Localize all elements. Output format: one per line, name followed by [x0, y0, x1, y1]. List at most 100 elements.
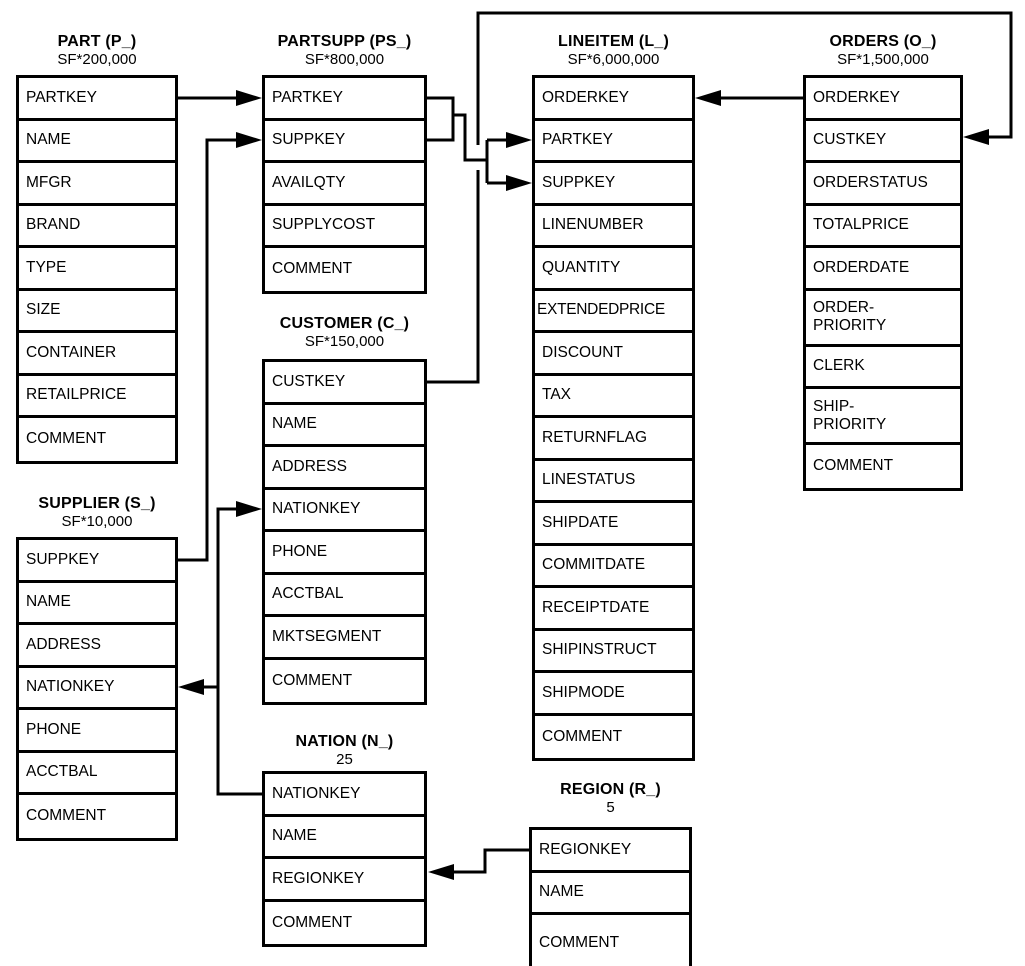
nation-table: NATIONKEY NAME REGIONKEY COMMENT	[262, 771, 427, 947]
arrowhead-orders-custkey	[963, 129, 989, 145]
orders-field-clerk: CLERK	[806, 347, 960, 389]
lineitem-field-partkey: PARTKEY	[535, 121, 692, 163]
lineitem-field-receiptdate: RECEIPTDATE	[535, 588, 692, 631]
arrow-nation-to-customer-nationkey	[216, 507, 262, 796]
customer-table: CUSTKEY NAME ADDRESS NATIONKEY PHONE ACC…	[262, 359, 427, 705]
lineitem-field-shipmode: SHIPMODE	[535, 673, 692, 716]
region-table: REGIONKEY NAME COMMENT	[529, 827, 692, 966]
arrow-region-to-nation-regionkey	[454, 848, 529, 874]
customer-field-custkey: CUSTKEY	[265, 362, 424, 405]
lineitem-field-comment: COMMENT	[542, 727, 623, 745]
part-field-brand: BRAND	[19, 206, 175, 248]
partsupp-field-partkey: PARTKEY	[265, 78, 424, 121]
partsupp-table-header: PARTSUPP (PS_) SF*800,000	[262, 33, 427, 69]
partsupp-field-suppkey: SUPPKEY	[265, 121, 424, 163]
lineitem-field-commitdate: COMMITDATE	[535, 546, 692, 588]
customer-field-comment: COMMENT	[272, 671, 353, 689]
lineitem-table: ORDERKEY PARTKEY SUPPKEY LINENUMBER QUAN…	[532, 75, 695, 761]
supplier-field-name: NAME	[19, 583, 175, 625]
part-field-retailprice: RETAILPRICE	[19, 376, 175, 418]
supplier-field-comment: COMMENT	[26, 807, 107, 825]
partsupp-field-availqty: AVAILQTY	[265, 163, 424, 206]
region-table-title: REGION (R_)	[560, 781, 661, 798]
lineitem-field-extendedprice: EXTENDEDPRICE	[535, 291, 692, 333]
orders-table: ORDERKEY CUSTKEY ORDERSTATUS TOTALPRICE …	[803, 75, 963, 491]
supplier-field-suppkey: SUPPKEY	[19, 540, 175, 583]
nation-table-header: NATION (N_) 25	[262, 733, 427, 769]
part-field-container: CONTAINER	[19, 333, 175, 376]
orders-field-totalprice: TOTALPRICE	[806, 206, 960, 248]
part-field-type: TYPE	[19, 248, 175, 291]
partsupp-table: PARTKEY SUPPKEY AVAILQTY SUPPLYCOST COMM…	[262, 75, 427, 294]
orders-field-custkey: CUSTKEY	[806, 121, 960, 163]
orders-field-orderstatus: ORDERSTATUS	[806, 163, 960, 206]
region-table-cardinality: 5	[606, 799, 615, 816]
supplier-table-header: SUPPLIER (S_) SF*10,000	[16, 495, 178, 531]
lineitem-field-shipinstruct: SHIPINSTRUCT	[535, 631, 692, 673]
lineitem-field-returnflag: RETURNFLAG	[535, 418, 692, 461]
lineitem-field-quantity: QUANTITY	[535, 248, 692, 291]
customer-table-title: CUSTOMER (C_)	[279, 315, 410, 332]
region-field-comment: COMMENT	[539, 933, 620, 951]
lineitem-field-tax: TAX	[535, 376, 692, 418]
supplier-field-nationkey: NATIONKEY	[19, 668, 175, 710]
part-field-name: NAME	[19, 121, 175, 163]
arrow-partsupp-to-lineitem-trunk	[453, 113, 487, 162]
orders-field-orderkey: ORDERKEY	[806, 78, 960, 121]
partsupp-table-title: PARTSUPP (PS_)	[277, 33, 412, 50]
supplier-table-cardinality: SF*10,000	[61, 513, 133, 530]
region-table-header: REGION (R_) 5	[529, 781, 692, 817]
customer-field-nationkey: NATIONKEY	[265, 490, 424, 532]
region-field-regionkey: REGIONKEY	[532, 830, 689, 873]
lineitem-field-linestatus: LINESTATUS	[535, 461, 692, 503]
arrow-partsupp-merge-bracket	[427, 96, 455, 142]
lineitem-field-linenumber: LINENUMBER	[535, 206, 692, 248]
arrowhead-partsupp-suppkey	[236, 132, 262, 148]
arrowhead-supplier-nationkey	[178, 679, 204, 695]
region-field-name: NAME	[532, 873, 689, 915]
arrowhead-lineitem-orderkey	[695, 90, 721, 106]
part-table-title: PART (P_)	[57, 33, 137, 50]
customer-field-name: NAME	[265, 405, 424, 447]
nation-field-regionkey: REGIONKEY	[265, 859, 424, 902]
part-field-comment: COMMENT	[26, 430, 107, 448]
customer-field-phone: PHONE	[265, 532, 424, 575]
part-field-size: SIZE	[19, 291, 175, 333]
partsupp-table-cardinality: SF*800,000	[304, 51, 385, 68]
orders-field-shippriority: SHIP- PRIORITY	[806, 389, 960, 445]
nation-field-nationkey: NATIONKEY	[265, 774, 424, 817]
part-field-mfgr: MFGR	[19, 163, 175, 206]
orders-table-header: ORDERS (O_) SF*1,500,000	[803, 33, 963, 69]
partsupp-field-supplycost: SUPPLYCOST	[265, 206, 424, 248]
lineitem-field-suppkey: SUPPKEY	[535, 163, 692, 206]
part-field-partkey: PARTKEY	[19, 78, 175, 121]
lineitem-table-cardinality: SF*6,000,000	[567, 51, 660, 68]
customer-table-cardinality: SF*150,000	[304, 333, 385, 350]
lineitem-field-orderkey: ORDERKEY	[535, 78, 692, 121]
supplier-field-acctbal: ACCTBAL	[19, 753, 175, 795]
customer-table-header: CUSTOMER (C_) SF*150,000	[262, 315, 427, 351]
customer-field-acctbal: ACCTBAL	[265, 575, 424, 617]
supplier-field-address: ADDRESS	[19, 625, 175, 668]
orders-table-title: ORDERS (O_)	[829, 33, 937, 50]
part-table-header: PART (P_) SF*200,000	[16, 33, 178, 69]
partsupp-field-comment: COMMENT	[272, 260, 353, 278]
orders-field-comment: COMMENT	[813, 457, 894, 475]
customer-field-address: ADDRESS	[265, 447, 424, 490]
lineitem-field-discount: DISCOUNT	[535, 333, 692, 376]
arrow-supplier-suppkey-to-partsupp-suppkey	[178, 138, 236, 562]
nation-table-title: NATION (N_)	[295, 733, 394, 750]
part-table-cardinality: SF*200,000	[57, 51, 137, 68]
lineitem-table-header: LINEITEM (L_) SF*6,000,000	[532, 33, 695, 69]
orders-field-orderpriority: ORDER- PRIORITY	[806, 291, 960, 347]
arrowhead-lineitem-suppkey	[506, 175, 532, 191]
arrowhead-customer-nationkey	[236, 501, 262, 517]
supplier-table-title: SUPPLIER (S_)	[38, 495, 156, 512]
supplier-field-phone: PHONE	[19, 710, 175, 753]
arrowhead-nation-regionkey	[428, 864, 454, 880]
nation-table-cardinality: 25	[336, 751, 353, 768]
arrow-customer-custkey-riser	[427, 170, 480, 384]
supplier-table: SUPPKEY NAME ADDRESS NATIONKEY PHONE ACC…	[16, 537, 178, 841]
arrowhead-partsupp-partkey	[236, 90, 262, 106]
